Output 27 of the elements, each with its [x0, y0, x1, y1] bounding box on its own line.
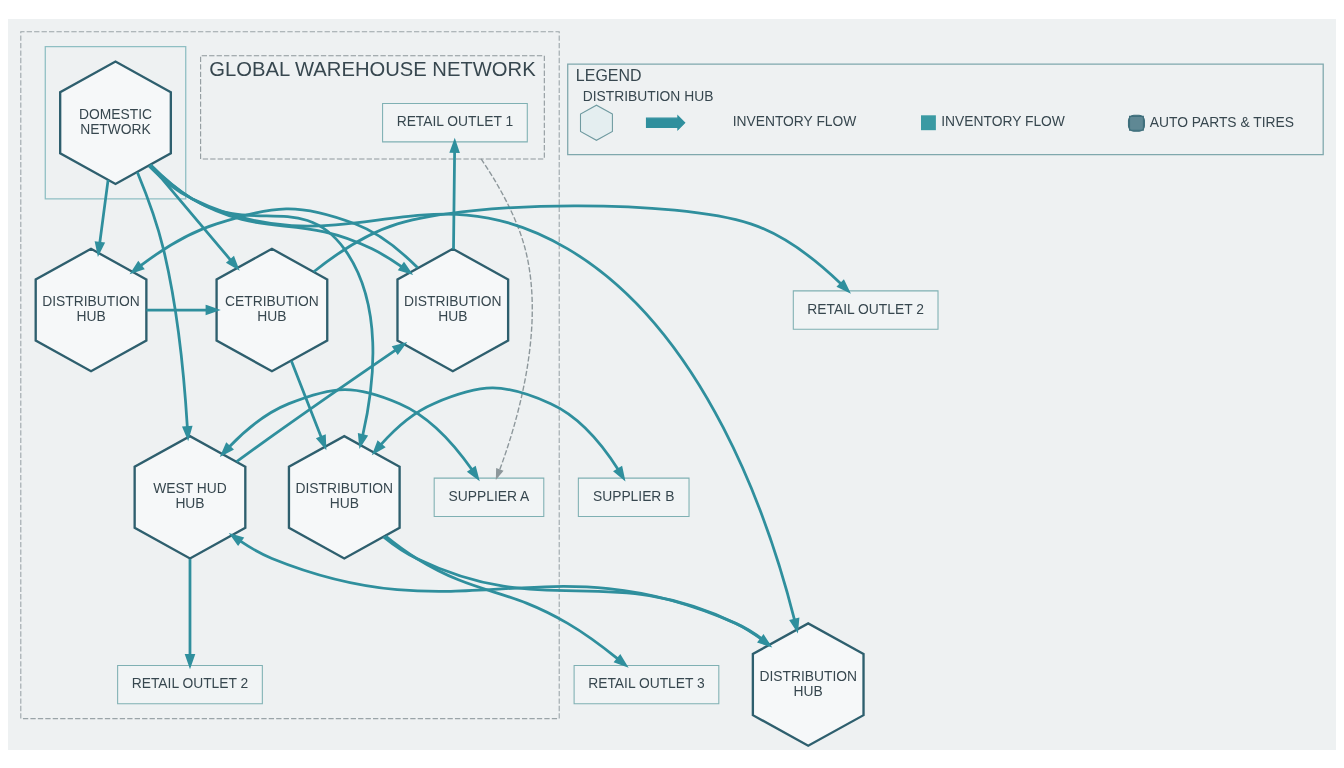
node-box: RETAIL OUTLET 2: [117, 664, 263, 704]
node-box: RETAIL OUTLET 1: [382, 102, 528, 142]
arrow: [149, 163, 375, 449]
arrow: [129, 207, 419, 274]
cluster: [44, 45, 187, 199]
arrow: [184, 558, 196, 669]
legend-label: INVENTORY FLOW: [732, 112, 857, 129]
arrow: [148, 164, 800, 634]
cluster: [20, 30, 560, 719]
arrow: [371, 386, 626, 481]
arrow: [384, 534, 629, 668]
arrow: [146, 304, 221, 315]
arrow: [219, 387, 480, 481]
arrow: [290, 359, 327, 450]
arrow: [480, 157, 533, 480]
legend-label: INVENTORY FLOW: [941, 112, 1065, 129]
arrow: [449, 137, 460, 249]
legend-label: AUTO PARTS & TIRES: [1149, 113, 1294, 130]
arrow: [312, 203, 851, 294]
arrow: [136, 171, 193, 441]
legend-label: DISTRIBUTION HUB: [582, 87, 714, 104]
node-box: RETAIL OUTLET 3: [573, 664, 720, 704]
arrow: [94, 179, 110, 257]
node-box: RETAIL OUTLET 2: [792, 289, 939, 330]
node-box: SUPPLIER A: [433, 477, 545, 517]
arrow: [235, 341, 408, 463]
node-box: SUPPLIER B: [577, 477, 690, 517]
